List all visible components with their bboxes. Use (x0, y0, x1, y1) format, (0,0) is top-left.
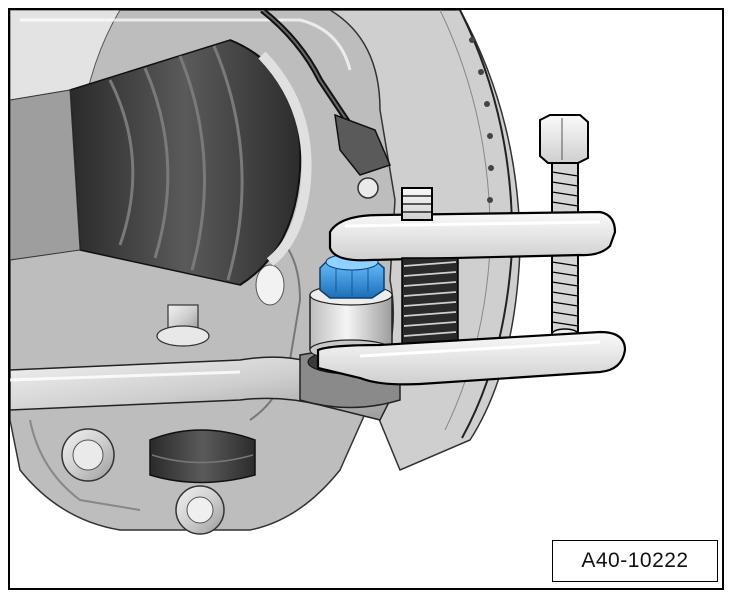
puller-lower-jaw (316, 330, 627, 386)
disc-ventilation-holes (469, 37, 494, 203)
ball-joint-puller (316, 114, 627, 386)
knuckle-small-bolt (156, 304, 210, 347)
knuckle-bolt-bottom (175, 485, 225, 535)
knuckle-bolt-left (61, 428, 115, 482)
highlighted-nut (319, 253, 385, 299)
figure-border (8, 8, 724, 590)
puller-upper-arm (328, 187, 617, 262)
figure-reference-label: A40-10222 (552, 540, 718, 582)
cv-joint-boot (9, 39, 312, 286)
abs-sensor-cable (260, 9, 392, 199)
lower-ball-joint-boot (149, 429, 256, 484)
figure-reference-code: A40-10222 (581, 549, 689, 572)
tie-rod (9, 356, 392, 421)
